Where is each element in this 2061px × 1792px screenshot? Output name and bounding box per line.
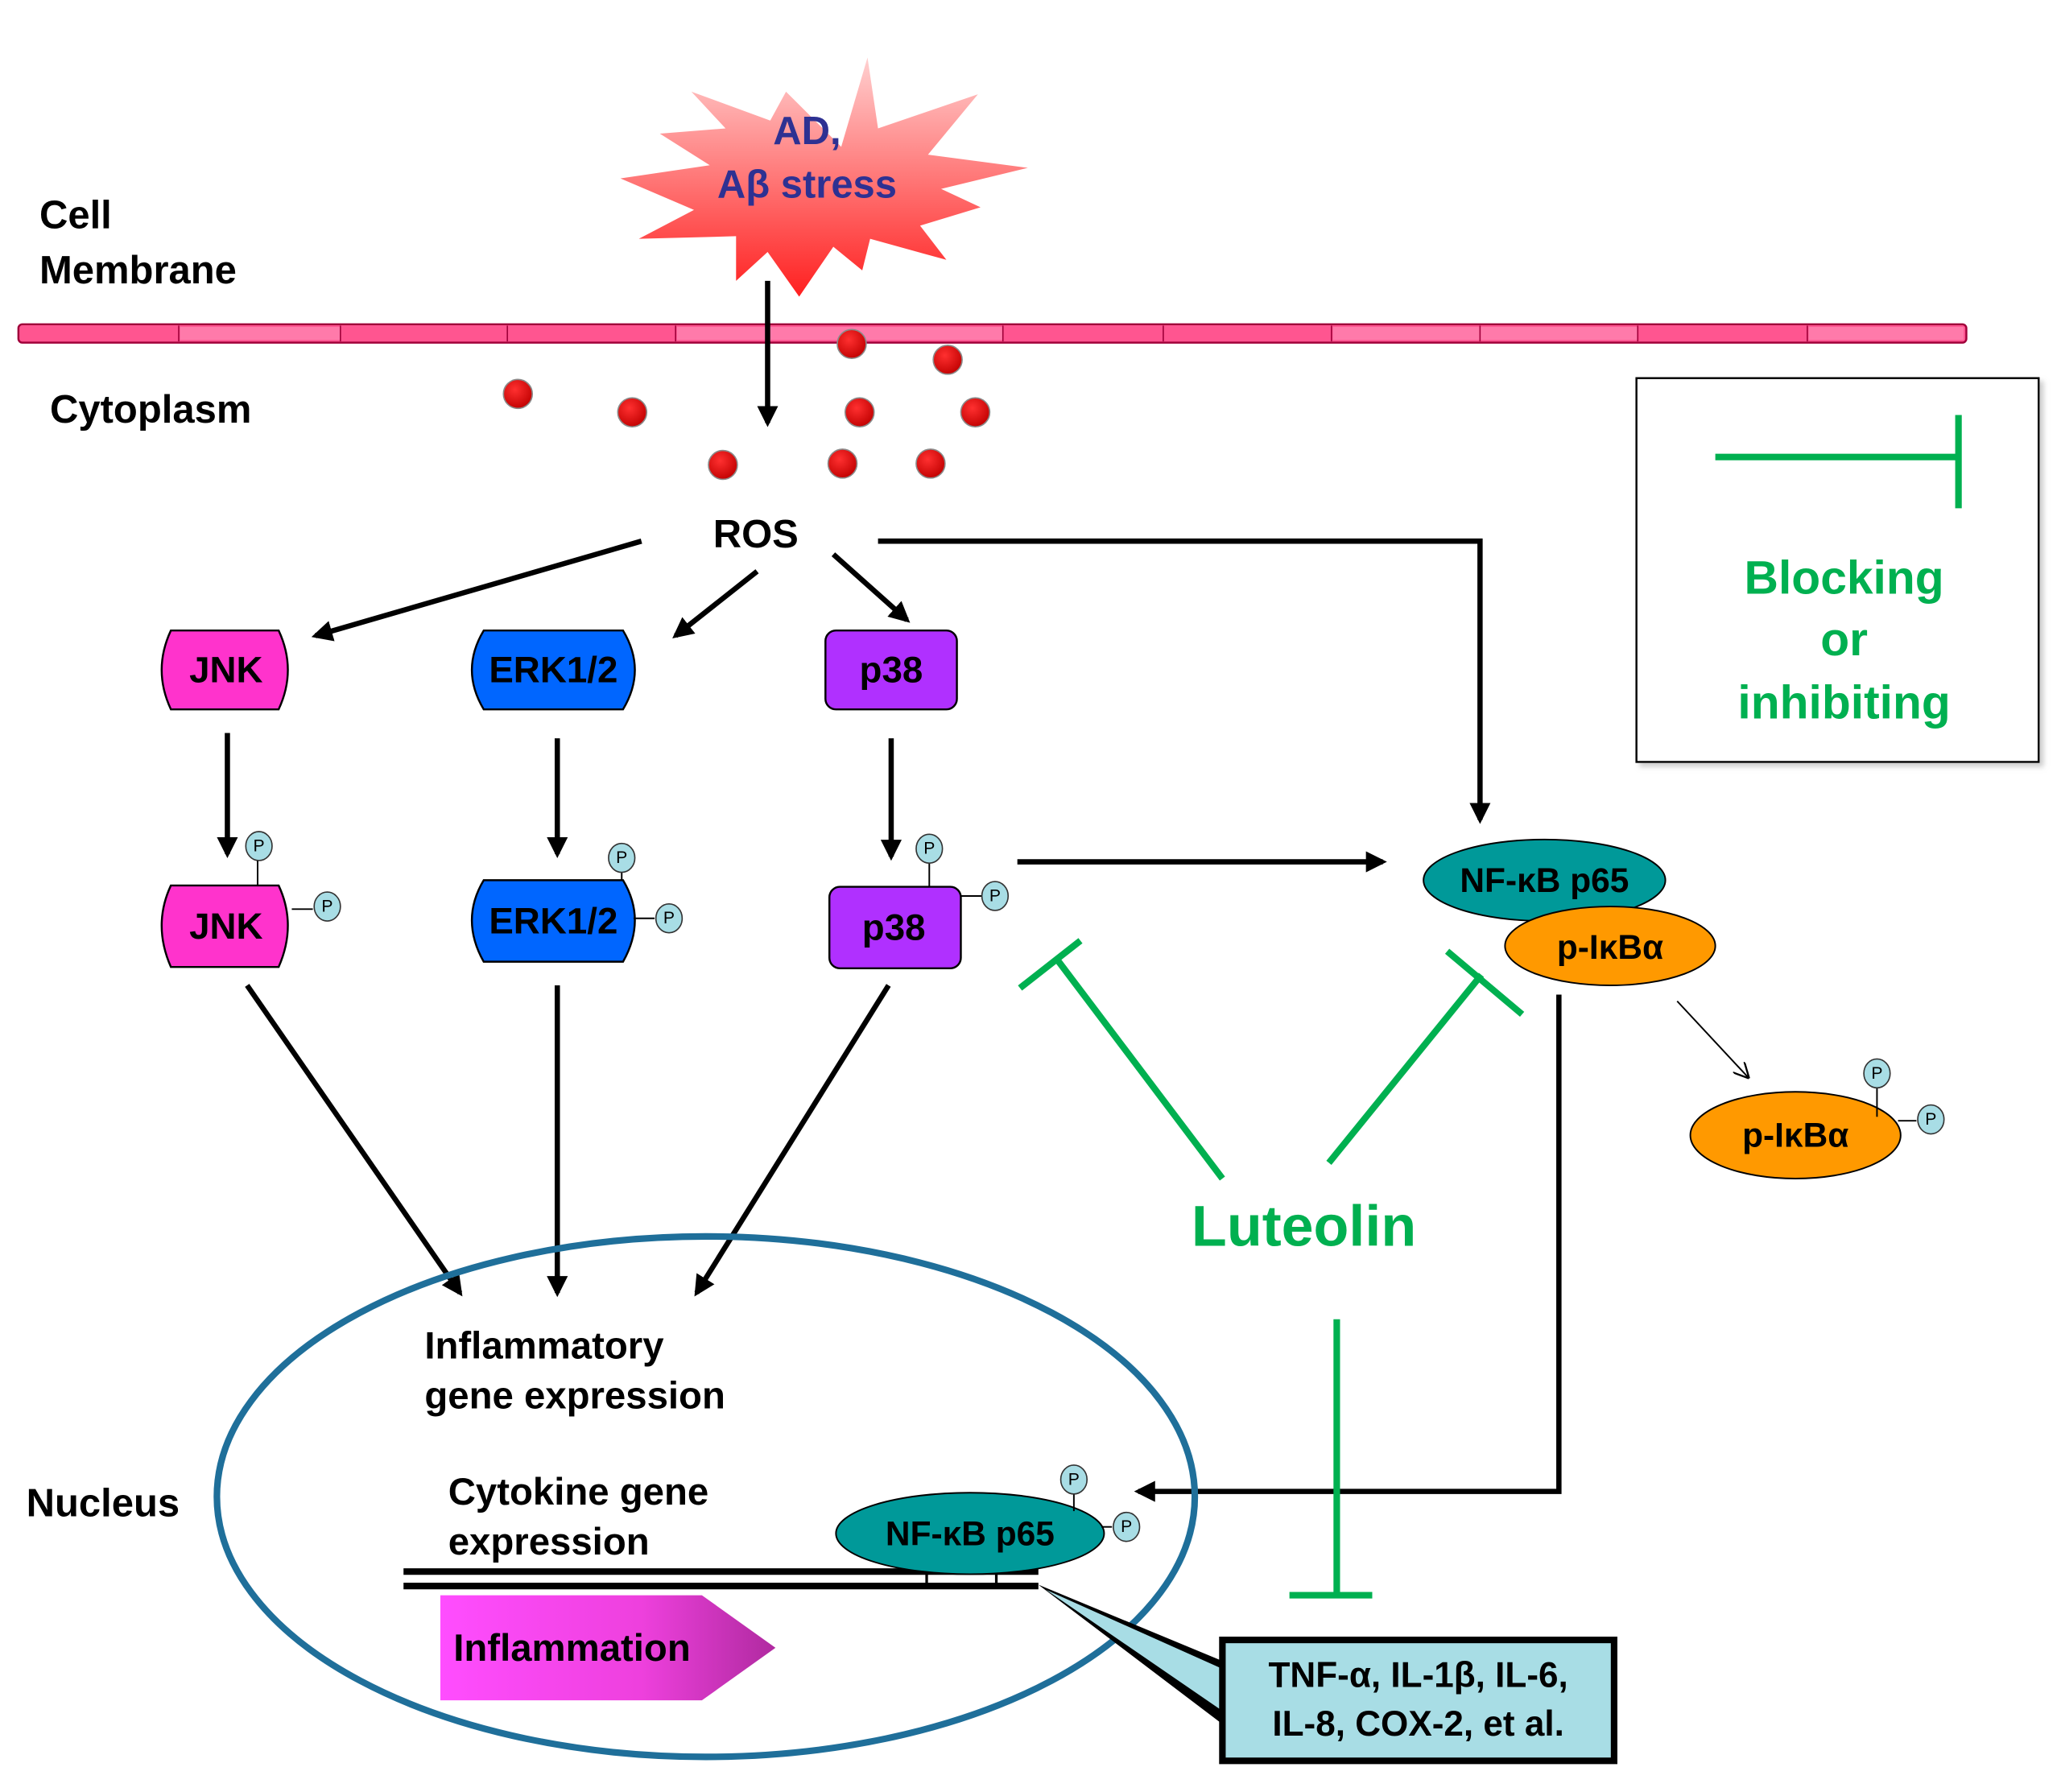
p-erk-node: ERK1/2 P P bbox=[471, 842, 684, 963]
p-erk-label: ERK1/2 bbox=[489, 901, 617, 942]
cytokine-list-line2: IL-8, COX-2, et al. bbox=[1272, 1704, 1564, 1744]
cytokine-gene-line2: expression bbox=[448, 1521, 650, 1563]
p-jnk-node: JNK P P bbox=[160, 831, 341, 968]
arrow-ros-to-jnk bbox=[311, 539, 642, 642]
cytokine-gene-line1: Cytokine gene bbox=[448, 1471, 709, 1513]
jnk-node: JNK bbox=[160, 629, 289, 711]
p-jnk-label: JNK bbox=[189, 906, 262, 947]
arrow-ros-to-erk bbox=[672, 569, 759, 638]
arrow-p38-to-nucleus bbox=[694, 984, 891, 1297]
inflammatory-gene-line1: Inflammatory bbox=[424, 1325, 664, 1368]
p38-label: p38 bbox=[860, 650, 923, 691]
cytokine-box: TNF-α, IL-1β, IL-6, IL-8, COX-2, et al. bbox=[1219, 1637, 1617, 1765]
legend-box: Blocking or inhibiting bbox=[1635, 377, 2040, 763]
svg-text:P: P bbox=[663, 909, 675, 927]
cell-membrane-label-1: Cell bbox=[39, 194, 112, 237]
ros-particles bbox=[502, 328, 991, 481]
phosphate-icon: P bbox=[655, 902, 684, 934]
arrow-nfkb-to-nucleus bbox=[1134, 994, 1562, 1502]
inflammatory-gene-line2: gene expression bbox=[424, 1375, 725, 1418]
jnk-label: JNK bbox=[189, 650, 262, 691]
starburst-shape bbox=[620, 57, 1028, 297]
phosphate-icon: P bbox=[245, 831, 273, 861]
svg-text:P: P bbox=[1121, 1517, 1132, 1536]
stress-stimulus: AD, Aβ stress bbox=[620, 57, 1028, 297]
arrow-ros-to-p38 bbox=[831, 552, 911, 623]
inhibition-luteolin-p38 bbox=[1018, 938, 1225, 1181]
svg-text:P: P bbox=[1068, 1470, 1080, 1489]
p-p38-node: p38 P P bbox=[828, 833, 1010, 970]
inflammation-arrow: Inflammation bbox=[440, 1595, 776, 1701]
erk-label: ERK1/2 bbox=[489, 650, 617, 691]
phosphate-icon: P bbox=[608, 842, 636, 873]
svg-text:P: P bbox=[321, 898, 332, 916]
phosphate-icon: P bbox=[981, 881, 1010, 911]
ros-label: ROS bbox=[713, 513, 799, 556]
svg-text:P: P bbox=[616, 849, 627, 867]
ikba-label: p-IκBα bbox=[1557, 928, 1663, 966]
svg-text:P: P bbox=[923, 840, 935, 858]
svg-text:P: P bbox=[989, 887, 1001, 906]
phosphate-icon: P bbox=[915, 833, 944, 865]
stimulus-line1: AD, bbox=[773, 109, 841, 153]
nuclear-nfkb-label: NF-κB p65 bbox=[886, 1514, 1055, 1552]
legend-line1: Blocking bbox=[1745, 551, 1944, 604]
arrow-jnk-to-nucleus bbox=[245, 984, 463, 1297]
stimulus-line2: Aβ stress bbox=[717, 163, 897, 207]
legend-line3: inhibiting bbox=[1737, 677, 1950, 729]
cytokine-list-line1: TNF-α, IL-1β, IL-6, bbox=[1268, 1656, 1567, 1695]
cell-membrane-label-2: Membrane bbox=[39, 249, 237, 292]
inflammation-label: Inflammation bbox=[453, 1627, 691, 1670]
erk-node: ERK1/2 bbox=[471, 629, 636, 711]
svg-text:P: P bbox=[1871, 1064, 1882, 1083]
cell-membrane bbox=[17, 323, 1968, 344]
nfkb-label: NF-κB p65 bbox=[1460, 861, 1629, 899]
free-p-ikba: p-IκBα P P bbox=[1689, 1058, 1945, 1179]
inhibition-luteolin-translocation bbox=[1289, 1319, 1373, 1599]
arrow-ros-to-nfkb bbox=[878, 538, 1491, 824]
legend-line2: or bbox=[1820, 613, 1868, 666]
nfkb-ikba-complex: NF-κB p65 p-IκBα bbox=[1423, 838, 1716, 986]
free-ikba-label: p-IκBα bbox=[1742, 1117, 1848, 1154]
phosphate-icon: P bbox=[1059, 1464, 1088, 1495]
arrow-ikba-release bbox=[1676, 1000, 1748, 1078]
phosphate-icon: P bbox=[1113, 1511, 1141, 1542]
cytokine-callout-pointer bbox=[1038, 1584, 1223, 1724]
p38-node: p38 bbox=[824, 629, 958, 711]
cytoplasm-label: Cytoplasm bbox=[50, 388, 251, 431]
nucleus bbox=[213, 1233, 1199, 1761]
nucleus-label: Nucleus bbox=[27, 1482, 180, 1526]
phosphate-icon: P bbox=[313, 891, 341, 922]
svg-text:P: P bbox=[254, 836, 265, 855]
luteolin-label: Luteolin bbox=[1192, 1194, 1416, 1258]
inhibition-luteolin-nfkb bbox=[1326, 948, 1525, 1165]
nuclear-nfkb: NF-κB p65 P P bbox=[835, 1464, 1141, 1575]
phosphate-icon: P bbox=[1917, 1104, 1945, 1135]
p-p38-label: p38 bbox=[862, 907, 926, 948]
svg-text:P: P bbox=[1925, 1110, 1936, 1129]
phosphate-icon: P bbox=[1863, 1058, 1891, 1089]
